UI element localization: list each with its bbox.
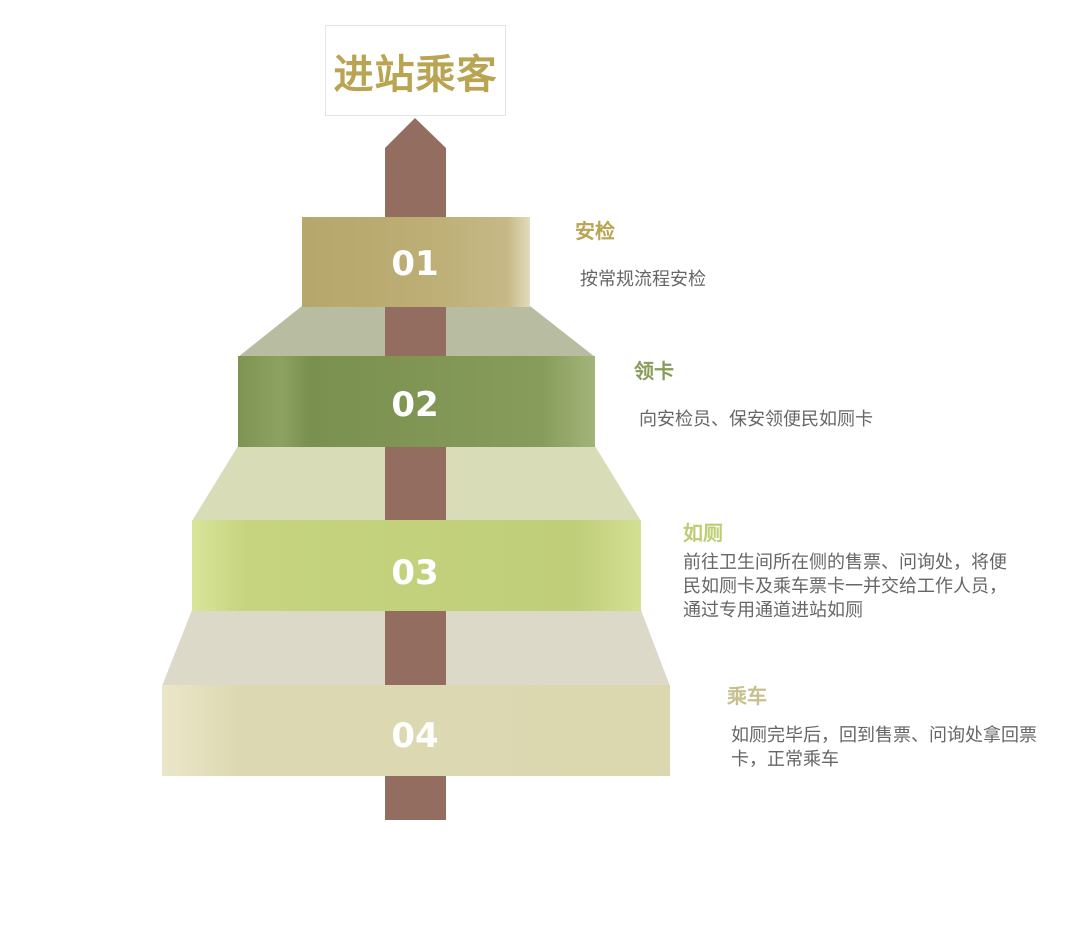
step-02-description: 向安检员、保安领便民如厕卡: [639, 409, 873, 430]
step-01-heading: 安检: [575, 219, 615, 243]
step-03-band: [192, 520, 641, 611]
step-01-band: [302, 217, 530, 307]
step-03-heading: 如厕: [683, 521, 723, 545]
step-01-description: 按常规流程安检: [580, 269, 706, 290]
step-04-number: 04: [391, 716, 439, 756]
step-03-description: 前往卫生间所在侧的售票、问询处，将便民如厕卡及乘车票卡一并交给工作人员，通过专用…: [683, 552, 1007, 621]
step-02-heading: 领卡: [634, 359, 674, 383]
step-04-description: 如厕完毕后，回到售票、问询处拿回票卡，正常乘车: [731, 725, 1037, 770]
step-02-band: [238, 356, 595, 447]
step-04-heading: 乘车: [727, 684, 767, 708]
step-04-band: [162, 685, 670, 776]
title-box: 进站乘客: [325, 25, 506, 116]
diagram-title: 进站乘客: [333, 51, 498, 98]
step-01-number: 01: [391, 244, 439, 284]
step-02-number: 02: [391, 385, 439, 425]
step-03-number: 03: [391, 553, 439, 593]
